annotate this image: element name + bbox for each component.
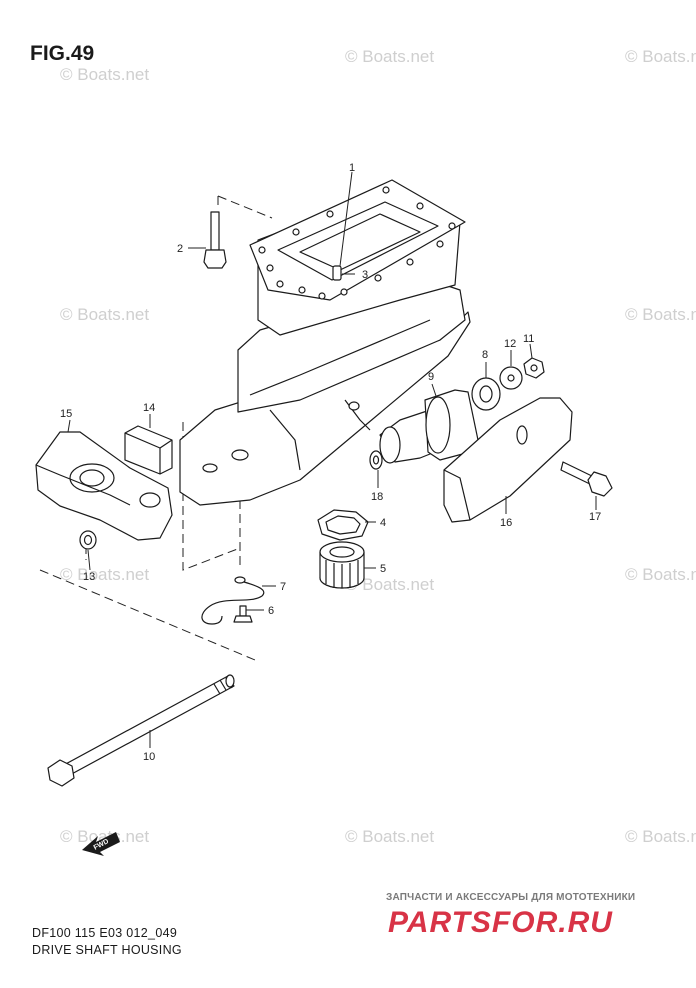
watermark-text: © Boats.net — [345, 827, 434, 846]
caption-description: DRIVE SHAFT HOUSING — [32, 943, 182, 957]
callout-16: 16 — [500, 517, 512, 529]
bearing-5 — [319, 541, 365, 589]
callout-12: 12 — [504, 338, 516, 350]
ground-wire-7 — [201, 576, 265, 625]
callout-1: 1 — [349, 162, 355, 174]
nut-11 — [523, 357, 545, 379]
watermark-text: © Boats.net — [60, 827, 149, 846]
watermark-text: © Boats.net — [60, 65, 149, 84]
callout-10: 10 — [143, 751, 155, 763]
callout-15: 15 — [60, 408, 72, 420]
callout-8: 8 — [482, 349, 488, 361]
washer-13 — [79, 530, 97, 550]
drive-shaft-housing — [179, 179, 471, 506]
callout-4: 4 — [380, 517, 386, 529]
callout-17: 17 — [589, 511, 601, 523]
mount-bracket-15 — [35, 431, 173, 541]
callout-13: 13 — [83, 571, 95, 583]
watermark-text: © Boats.net — [60, 305, 149, 324]
callout-11: 11 — [523, 333, 534, 345]
callout-18: 18 — [371, 491, 383, 503]
watermark-text: © Boats.net — [625, 565, 696, 584]
washer-18 — [369, 450, 383, 470]
callout-leaders — [67, 171, 597, 748]
callout-2: 2 — [177, 243, 183, 255]
watermark-text: © Boats.net — [625, 827, 696, 846]
callout-3: 3 — [362, 269, 368, 281]
mount-cover-16 — [443, 397, 573, 523]
callout-7: 7 — [280, 581, 286, 593]
callout-5: 5 — [380, 563, 386, 575]
washer-8 — [471, 377, 501, 411]
watermark-text: © Boats.net — [345, 575, 434, 594]
mount-bushing-9 — [379, 389, 479, 464]
bolt-17 — [560, 461, 613, 497]
washer-12 — [499, 366, 523, 390]
rubber-pad-14 — [124, 425, 173, 475]
caption-code: DF100 115 E03 012_049 — [32, 926, 178, 940]
callout-6: 6 — [268, 605, 274, 617]
long-bolt-10 — [47, 674, 235, 787]
diagram-caption: DF100 115 E03 012_049 DRIVE SHAFT HOUSIN… — [32, 925, 182, 959]
screw-6 — [233, 605, 253, 623]
fwd-arrow-icon: FWD — [82, 832, 120, 856]
branding-tagline: ЗАПЧАСТИ И АКСЕССУАРЫ ДЛЯ МОТОТЕХНИКИ — [386, 892, 636, 903]
callout-9: 9 — [428, 371, 434, 383]
callout-labels: 1 2 3 4 5 6 7 8 9 10 11 12 13 14 15 16 1… — [60, 162, 601, 763]
bolt-2 — [203, 211, 227, 269]
branding-logo: PARTSFOR.RU — [388, 906, 613, 939]
callout-14: 14 — [143, 402, 155, 414]
watermark-text: © Boats.net — [625, 47, 696, 66]
watermark-text: © Boats.net — [60, 565, 149, 584]
flange-bolt-holes — [258, 186, 456, 300]
figure-title: FIG.49 — [30, 42, 95, 65]
watermark-text: © Boats.net — [625, 305, 696, 324]
watermark-text: © Boats.net — [345, 47, 434, 66]
seal-4 — [317, 509, 369, 541]
